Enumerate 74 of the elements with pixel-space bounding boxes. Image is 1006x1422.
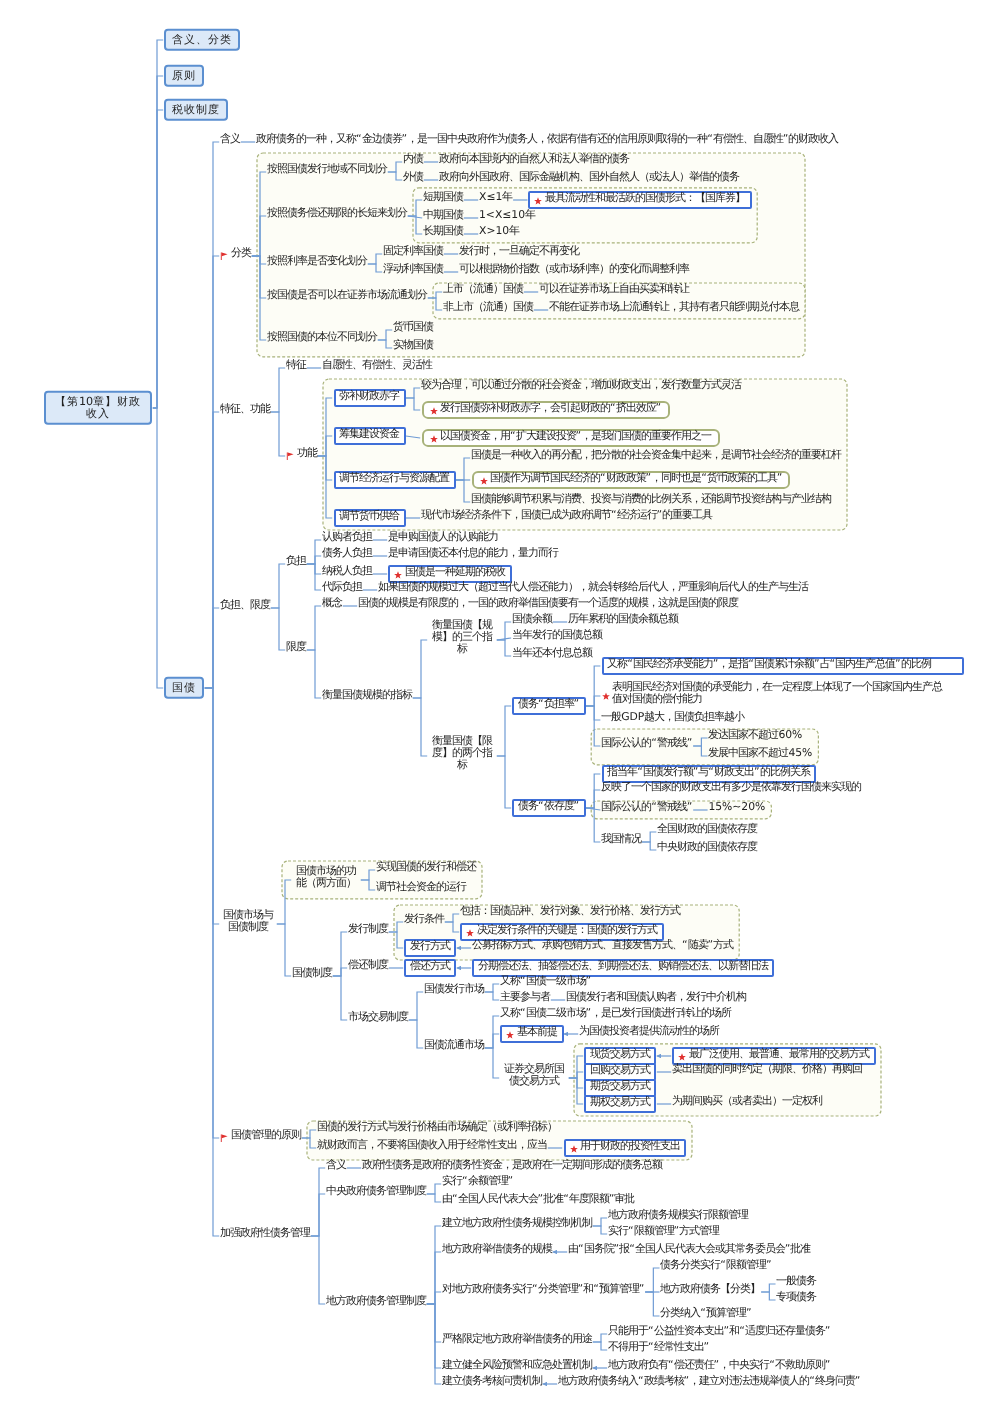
- arrow: [456, 945, 472, 951]
- connector-line: [387, 171, 403, 181]
- connector-line: [423, 161, 439, 163]
- connector-line: [592, 1225, 608, 1235]
- connector-line: [301, 1137, 317, 1149]
- connector-line: [388, 931, 404, 949]
- topic-box: [500, 1024, 563, 1044]
- connector-line: [405, 397, 421, 411]
- connector-line: [306, 649, 322, 699]
- connector-line: [585, 705, 601, 747]
- connector-line: [656, 1103, 672, 1105]
- connector-line: [405, 517, 421, 519]
- connector-line: [426, 1193, 442, 1203]
- connector-line: [496, 639, 512, 657]
- connector-line: [585, 807, 601, 843]
- connector-line: [251, 255, 267, 341]
- connector-line: [443, 271, 459, 273]
- connector-line: [592, 1341, 608, 1351]
- arrow: [542, 1381, 558, 1387]
- connector-line: [360, 879, 376, 891]
- connector-line: [317, 455, 333, 519]
- topic-box: [388, 564, 511, 584]
- connector-line: [408, 1019, 424, 1049]
- connector-line: [372, 539, 388, 541]
- connector-line: [656, 1071, 672, 1073]
- connector-line: [310, 1235, 326, 1305]
- connector-line: [276, 923, 292, 977]
- connector-line: [444, 921, 460, 933]
- connector-line: [306, 563, 322, 591]
- connector-line: [270, 411, 286, 457]
- connector-line: [377, 339, 393, 349]
- connector-line: [641, 841, 657, 851]
- connector-line: [484, 1047, 500, 1079]
- connector-line: [388, 967, 404, 969]
- connector-line: [692, 745, 709, 757]
- connector-line: [463, 233, 479, 235]
- connector-line: [523, 291, 539, 293]
- arrow: [456, 965, 472, 971]
- connector-line: [692, 809, 709, 811]
- connector-line: [547, 1147, 563, 1149]
- connector-line: [405, 435, 421, 439]
- connector-line: [372, 573, 388, 575]
- connector-line: [423, 179, 439, 181]
- arrow: [656, 1053, 672, 1059]
- arrow: [592, 1365, 608, 1371]
- connector-line: [240, 141, 256, 143]
- connector-line: [426, 1303, 442, 1385]
- connector-line: [372, 555, 388, 557]
- arrow: [552, 1249, 568, 1255]
- connector-line: [533, 309, 549, 311]
- connector-line: [552, 621, 568, 623]
- arrow: [563, 1031, 579, 1037]
- connector-line: [342, 605, 358, 607]
- connector-line: [346, 1167, 362, 1169]
- connector-line: [332, 975, 348, 1021]
- connector-line: [644, 1291, 661, 1317]
- connector-line: [760, 1291, 777, 1301]
- connector-line: [412, 697, 428, 757]
- connector-line: [152, 407, 164, 689]
- connector-line: [496, 755, 512, 809]
- connector-line: [306, 367, 322, 369]
- connector-line: [362, 589, 378, 591]
- connector-line: [550, 999, 566, 1001]
- connector-line: [407, 215, 423, 235]
- connector-line: [455, 479, 471, 503]
- connector-line: [443, 253, 459, 255]
- connector-line: [427, 297, 443, 311]
- connector-line: [463, 217, 479, 219]
- connector-line: [463, 199, 479, 201]
- connector-line: [484, 991, 500, 1001]
- connector-line: [568, 1077, 584, 1105]
- connector-line: [270, 607, 286, 651]
- connector-line: [367, 263, 383, 273]
- connector-line: [512, 199, 529, 201]
